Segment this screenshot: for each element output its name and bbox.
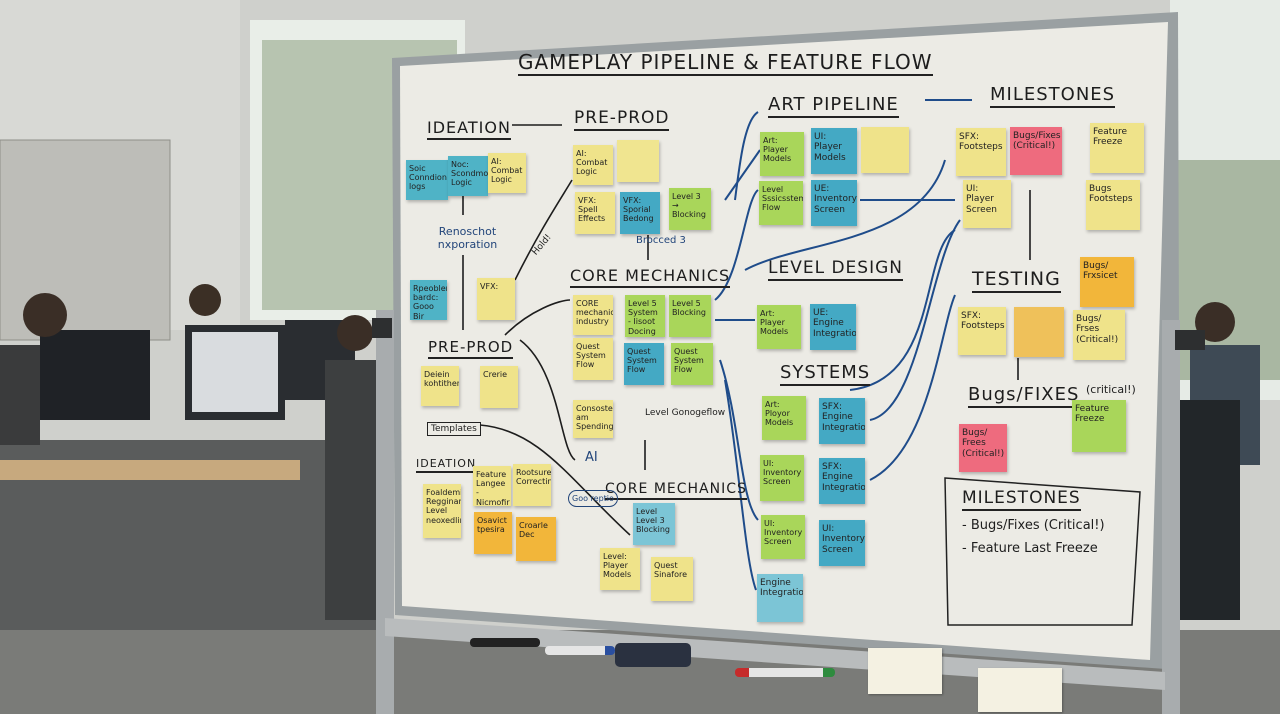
sticky-note: UI: Player Screen xyxy=(963,180,1011,228)
sticky-note: Feature Langee - Nicmofir xyxy=(473,466,511,506)
heading-systems: SYSTEMS xyxy=(780,364,871,386)
heading-testing: TESTING xyxy=(972,270,1061,293)
sticky-note: Soic Conndion logs xyxy=(406,160,448,200)
sticky-note xyxy=(1014,307,1064,357)
sticky-note: Level Level 3 Blocking xyxy=(633,503,675,545)
sticky-note: Art: Player Models xyxy=(757,305,801,349)
flow-arrows xyxy=(714,99,972,591)
sticky-note xyxy=(861,127,909,173)
sticky-note: Level 5 Blocking xyxy=(669,295,711,337)
heading-milestones: MILESTONES xyxy=(990,86,1116,108)
critical-label: (critical!) xyxy=(1086,383,1136,396)
sticky-note: Deiein kohtithens xyxy=(421,366,459,406)
milestone-item: - Bugs/Fixes (Critical!) xyxy=(962,518,1105,533)
sticky-note: SFX: Footsteps xyxy=(956,128,1006,176)
sticky-note: Level: Player Models xyxy=(600,548,640,590)
sticky-note: Bugs/ Frxsicet xyxy=(1080,257,1134,307)
black-marker[interactable] xyxy=(470,638,540,647)
sticky-note: AI: Combat Logic xyxy=(488,153,526,193)
paper-note xyxy=(978,668,1062,712)
sticky-note: UI: Inventory Screen xyxy=(760,455,804,501)
heading-core-mechanics-2: CORE MECHANICS xyxy=(605,482,747,500)
sticky-note: Art: Ployor Models xyxy=(762,396,806,440)
sticky-note: Engine Integration xyxy=(757,574,803,622)
sticky-note: VFX: Spell Effects xyxy=(575,192,615,234)
annotation-research: Renoschot nxporation xyxy=(437,225,498,251)
sticky-note: AI: Combat Logic xyxy=(573,145,613,185)
sticky-note: UI: Player Models xyxy=(811,128,857,174)
heading-level-design: LEVEL DESIGN xyxy=(768,260,903,281)
sticky-note: Rootsure Correcting xyxy=(513,464,551,506)
sticky-note: Foaldemia Regginare Level neoxedling xyxy=(423,484,461,538)
sticky-note: Art: Player Models xyxy=(760,132,804,176)
sticky-note: Bugs Footsteps xyxy=(1086,180,1140,230)
sticky-note: Quest System Flow xyxy=(624,343,664,385)
heading-pre-prod: PRE-PROD xyxy=(574,110,670,131)
sticky-note: UI: Inventory Screen xyxy=(761,515,805,559)
sticky-note xyxy=(617,140,659,182)
sticky-note: VFX: xyxy=(477,278,515,320)
red-marker[interactable] xyxy=(735,668,835,677)
sticky-note: UI: Inventory Screen xyxy=(819,520,865,566)
sticky-note: Quest System Flow xyxy=(573,338,613,380)
milestone-item: - Feature Last Freeze xyxy=(962,541,1098,556)
sticky-note: Bugs/ Frses (Critical!) xyxy=(1073,310,1125,360)
annotation-level-flow: Level Gonogeflow xyxy=(645,408,726,418)
sticky-note: Bugs/Fixes (Critical!) xyxy=(1010,127,1062,175)
heading-core-mechanics: CORE MECHANICS xyxy=(570,268,731,288)
sticky-note: Rpeoblenel bardc: Gooo Bir Clonotg xyxy=(410,280,447,320)
heading-ideation-2: IDEATION xyxy=(416,458,477,473)
sticky-note: Osavict tpesira xyxy=(474,512,512,554)
blue-marker[interactable] xyxy=(545,646,615,655)
annotation-templates: Templates xyxy=(427,422,481,436)
sticky-note: Feature Freeze xyxy=(1090,123,1144,173)
heading-pre-prod-2: PRE-PROD xyxy=(428,340,514,359)
sticky-note: SFX: Engine Integration xyxy=(819,458,865,504)
sticky-note: Croarle Dec xyxy=(516,517,556,561)
sticky-note: Crerie xyxy=(480,366,518,408)
sticky-note: SFX: Engine Integration xyxy=(819,398,865,444)
heading-ideation: IDEATION xyxy=(427,120,511,140)
heading-milestones-box: MILESTONES xyxy=(962,490,1081,511)
board-title: GAMEPLAY PIPELINE & FEATURE FLOW xyxy=(518,50,933,76)
sticky-note: UE: Engine Integration xyxy=(810,304,856,350)
sticky-note: VFX: Sporial Bedong xyxy=(620,192,660,234)
sticky-note: SFX: Footsteps xyxy=(958,307,1006,355)
sticky-note: UE: Inventory Screen xyxy=(811,180,857,226)
annotation-ai: AI xyxy=(585,450,598,465)
sticky-note: Feature Freeze xyxy=(1072,400,1126,452)
annotation-goo: Goo reptio xyxy=(568,490,618,507)
annotation-proceed: Brocced 3 xyxy=(636,235,686,246)
marker-tray xyxy=(385,618,1165,690)
eraser[interactable] xyxy=(615,643,691,667)
heading-bugs-fixes: Bugs/FIXES xyxy=(968,386,1080,408)
sticky-note: Level Sssicsstem Flow xyxy=(759,181,803,225)
sticky-note: Noc: Scondmom Logic xyxy=(448,156,488,196)
sticky-note: Quest System Flow xyxy=(671,343,713,385)
sticky-note: Level 3 → Blocking xyxy=(669,188,711,230)
sticky-note: Bugs/ Frees (Critical!) xyxy=(959,424,1007,472)
sticky-note: CORE mechanics industry xyxy=(573,295,613,335)
heading-art-pipeline: ART PIPELINE xyxy=(768,96,899,118)
sticky-note: Level 5 System - Iisoot Docing xyxy=(625,295,665,337)
sticky-note: Consostel am Spending xyxy=(573,400,613,438)
paper-note xyxy=(868,648,942,694)
sticky-note: Quest Sinafore xyxy=(651,557,693,601)
